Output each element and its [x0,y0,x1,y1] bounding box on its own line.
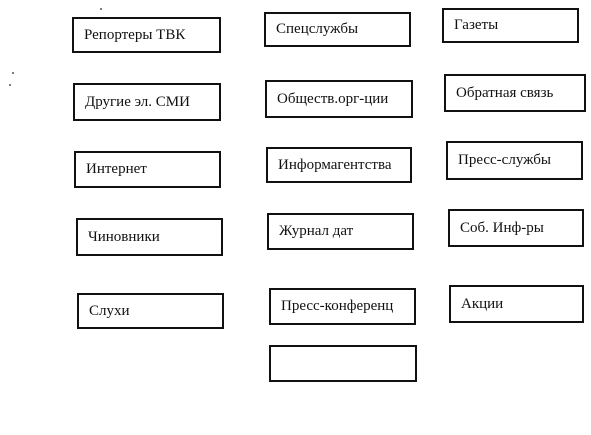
box-akcii: Акции [449,285,584,323]
box-chinovniki: Чиновники [76,218,223,256]
box-sob-inf-ry: Соб. Инф-ры [448,209,584,247]
scan-speck [100,8,102,10]
scan-speck [12,72,14,74]
box-reportery-tvk: Репортеры ТВК [72,17,221,53]
box-specsluzhby: Спецслужбы [264,12,411,47]
box-gazety: Газеты [442,8,579,43]
box-press-konferenc: Пресс-конференц [269,288,416,325]
box-internet: Интернет [74,151,221,188]
box-empty [269,345,417,382]
scan-speck [9,84,11,86]
box-obratnaya-svyaz: Обратная связь [444,74,586,112]
box-press-sluzhby: Пресс-службы [446,141,583,180]
box-sluhi: Слухи [77,293,224,329]
box-informagentstva: Информагентства [266,147,412,183]
box-drugie-el-smi: Другие эл. СМИ [73,83,221,121]
box-zhurnal-dat: Журнал дат [267,213,414,250]
box-obshchestv-org: Обществ.орг-ции [265,80,413,118]
